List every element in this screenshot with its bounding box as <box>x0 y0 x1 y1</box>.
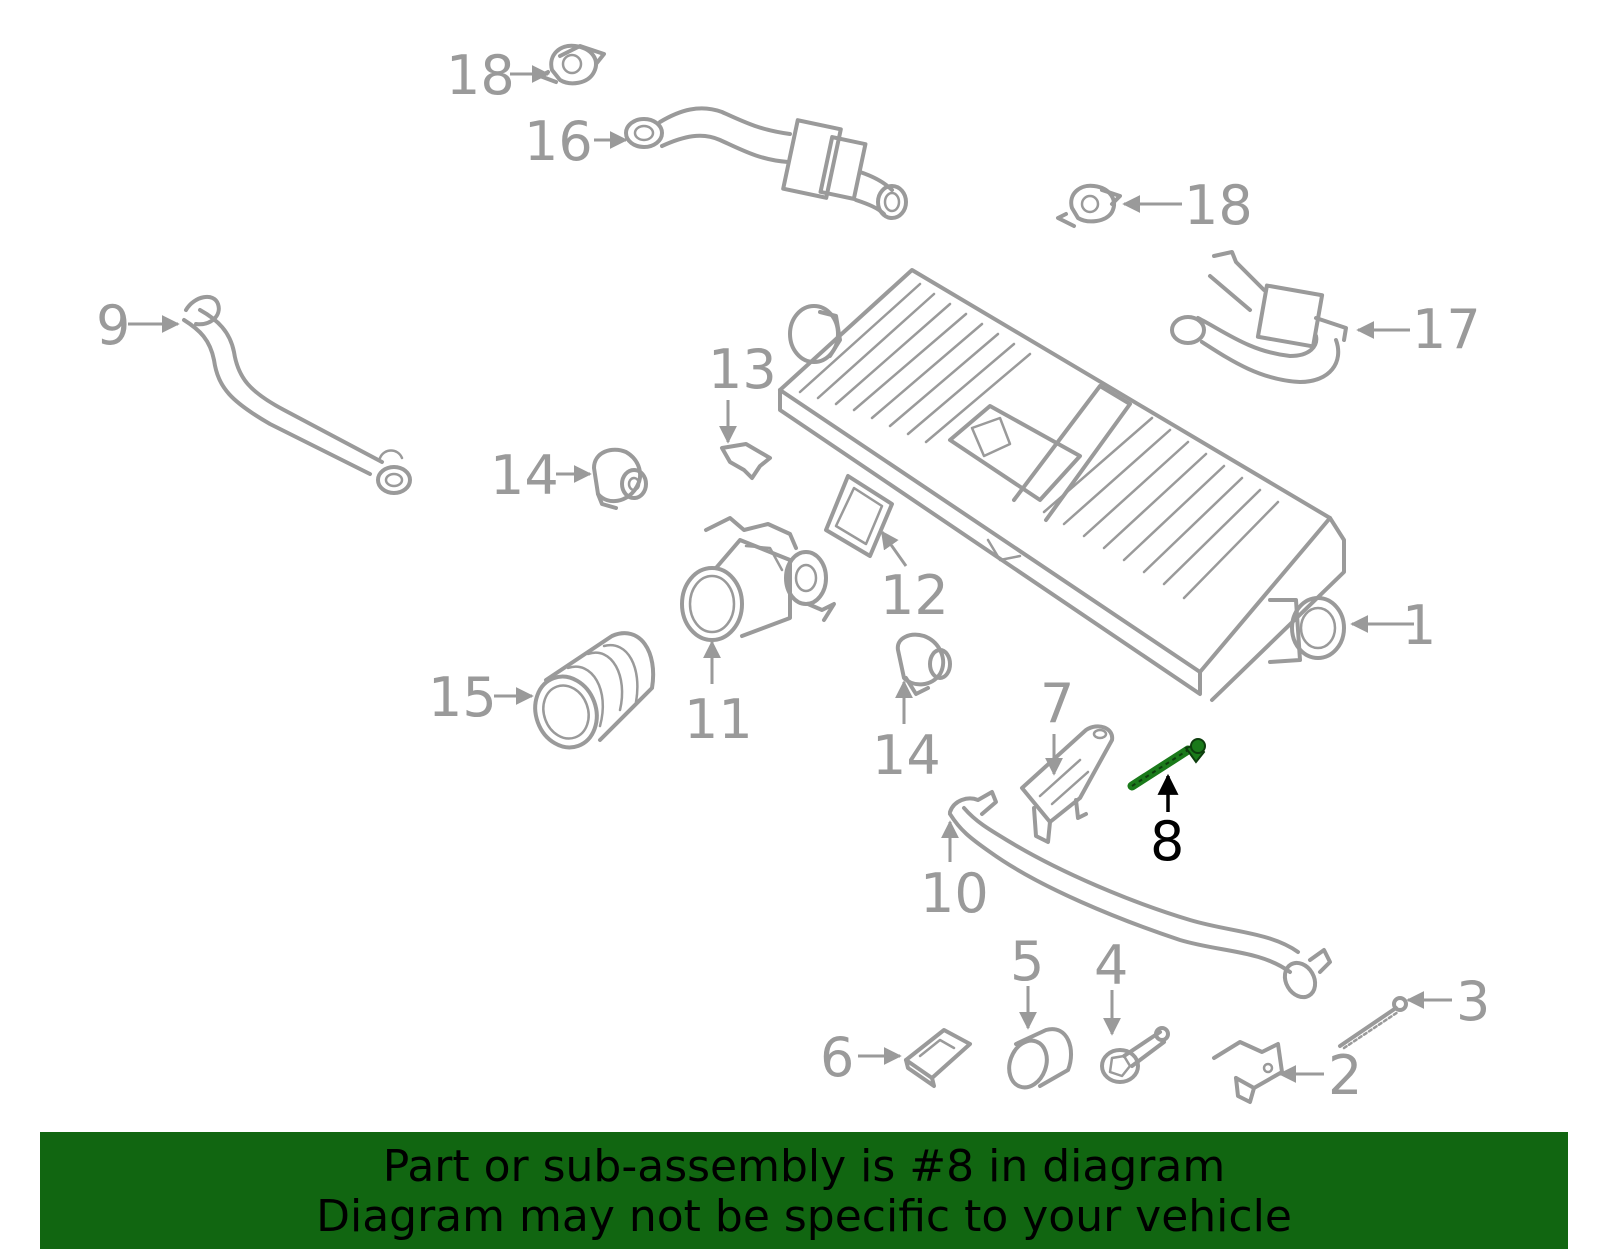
part-15-coupler <box>533 631 656 750</box>
part-10-hose <box>948 790 1332 1000</box>
callout-13: 13 <box>708 338 777 401</box>
banner-line-2: Diagram may not be specific to your vehi… <box>316 1191 1292 1242</box>
callout-9: 9 <box>96 294 130 357</box>
part-14-sensor-left <box>592 447 648 510</box>
part-8-bolt-highlighted <box>1127 738 1206 791</box>
part-12-gasket <box>824 474 894 558</box>
part-17-hose <box>1170 250 1348 384</box>
callout-14-lower: 14 <box>872 724 941 787</box>
callout-2: 2 <box>1328 1044 1362 1107</box>
callout-4: 4 <box>1094 934 1128 997</box>
part-9-hose <box>182 294 412 495</box>
callout-5: 5 <box>1010 930 1044 993</box>
callout-17: 17 <box>1412 298 1481 361</box>
leader-arrows <box>128 65 1452 1083</box>
callout-8-highlighted: 8 <box>1150 810 1184 873</box>
part-4-bolt-washer <box>1100 1026 1170 1084</box>
part-3-bolt <box>1338 996 1408 1050</box>
part-13-clip <box>720 442 772 480</box>
banner-line-1: Part or sub-assembly is #8 in diagram <box>382 1141 1226 1192</box>
callout-3: 3 <box>1456 970 1490 1033</box>
part-14-sensor-lower <box>895 632 952 696</box>
callout-12: 12 <box>880 564 949 627</box>
callout-6: 6 <box>820 1026 854 1089</box>
callout-11: 11 <box>684 688 753 751</box>
part-1-intercooler <box>778 268 1346 702</box>
part-11-throttle-body <box>680 516 836 642</box>
part-18-clip-top <box>538 43 606 86</box>
part-7-bracket <box>1020 724 1115 844</box>
callout-18-right: 18 <box>1184 174 1253 237</box>
callout-7: 7 <box>1040 672 1074 735</box>
part-16-hose <box>624 106 908 220</box>
part-2-bracket <box>1212 1040 1284 1104</box>
callout-10: 10 <box>920 862 989 925</box>
callout-15: 15 <box>428 666 497 729</box>
callout-14-left: 14 <box>490 444 559 507</box>
callout-18-top: 18 <box>446 44 515 107</box>
part-6-clip <box>904 1028 972 1088</box>
part-18-clip-right <box>1056 183 1122 228</box>
parts-diagram: 18 16 18 17 9 13 14 12 1 11 15 14 7 8 10… <box>96 43 1490 1107</box>
callout-1: 1 <box>1402 594 1436 657</box>
info-banner: Part or sub-assembly is #8 in diagram Di… <box>40 1132 1568 1249</box>
part-5-bushing <box>1007 1027 1073 1090</box>
callout-16: 16 <box>524 110 593 173</box>
